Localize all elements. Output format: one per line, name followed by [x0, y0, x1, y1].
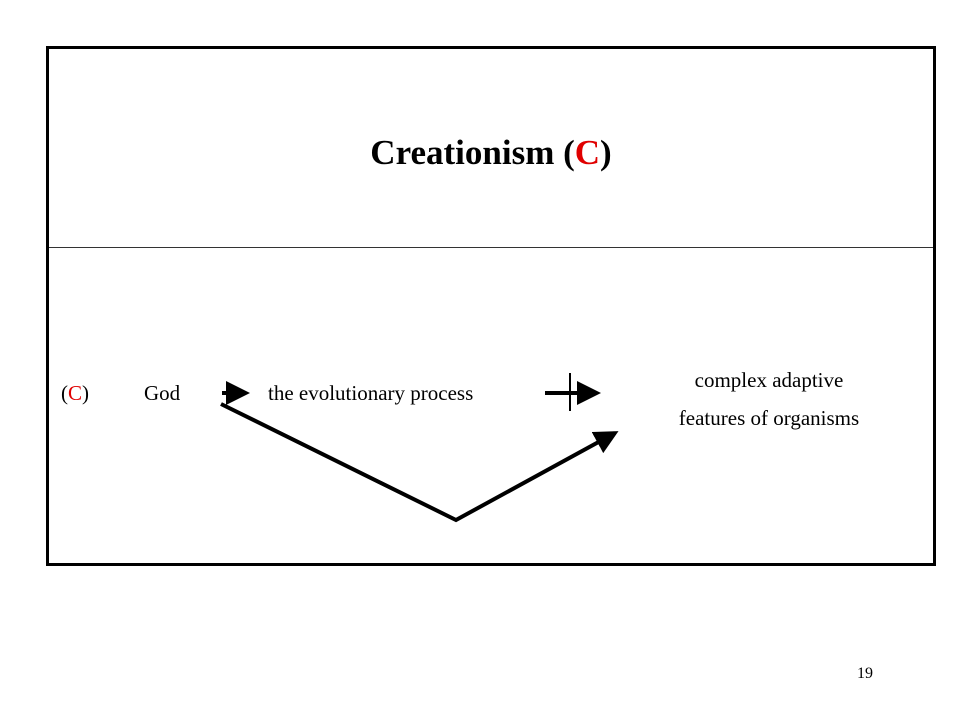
- node-complex-adaptive-features: complex adaptive features of organisms: [619, 361, 919, 437]
- diagram-arrows: [220, 373, 619, 523]
- title-main: Creationism: [370, 133, 555, 172]
- diagram-label: (C): [61, 383, 89, 404]
- title-paren-open: (: [563, 133, 575, 172]
- title-accent-letter: C: [574, 133, 601, 172]
- slide-title: Creationism (C): [49, 135, 933, 170]
- node-god: God: [144, 381, 181, 405]
- label-accent-letter: C: [68, 381, 83, 405]
- arrow-god-to-features: [220, 402, 619, 523]
- label-paren-open: (: [61, 381, 68, 405]
- features-line-1: complex adaptive: [694, 368, 844, 392]
- title-paren-close: ): [600, 133, 612, 172]
- header-divider: [49, 247, 933, 248]
- slide-frame: Creationism (C) (C) God the evolutionary…: [46, 46, 936, 566]
- node-evolutionary-process: the evolutionary process: [268, 381, 474, 405]
- label-paren-close: ): [82, 381, 90, 405]
- page-number: 19: [857, 665, 873, 682]
- features-line-2: features of organisms: [678, 406, 860, 430]
